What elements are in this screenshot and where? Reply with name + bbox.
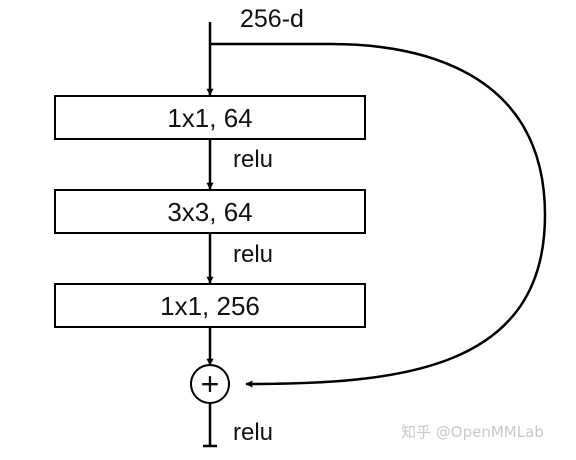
relu-label-1: relu [233, 146, 273, 173]
relu-label-3: relu [233, 419, 273, 446]
conv-layer-1-label: 1x1, 64 [167, 103, 252, 133]
conv-layer-1-box [54, 95, 366, 140]
sum-symbol: + [201, 366, 220, 402]
conv-layer-2-label: 3x3, 64 [167, 197, 252, 227]
conv-layer-2-box [54, 189, 366, 234]
input-dimension-label: 256-d [240, 5, 304, 33]
conv-layer-3-box [54, 283, 366, 328]
relu-label-2: relu [233, 241, 273, 268]
conv-layer-3-label: 1x1, 256 [160, 291, 260, 321]
shortcut-connection [210, 42, 547, 388]
watermark-text: 知乎 @OpenMMLab [401, 423, 544, 441]
